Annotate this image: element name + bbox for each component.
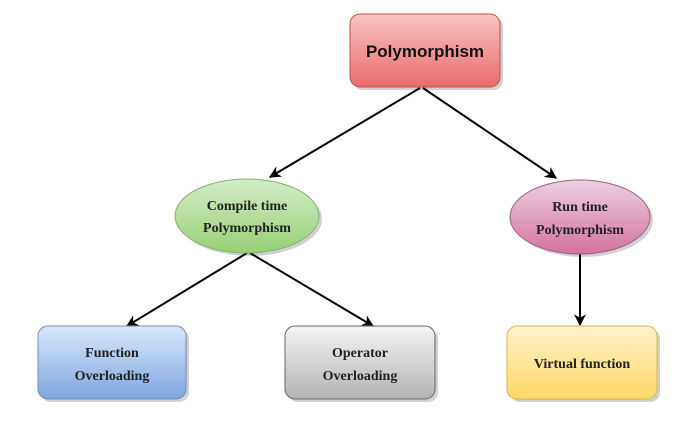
node-compile-label-line1: Compile time <box>207 199 287 214</box>
node-function-overloading[interactable]: Function Overloading <box>37 325 189 402</box>
node-runtime-label-line1: Run time <box>552 200 608 215</box>
node-compile-label-line2: Polymorphism <box>203 221 291 236</box>
edge-compile-to-operator <box>249 252 375 327</box>
node-function-label-line1: Function <box>85 346 139 361</box>
node-polymorphism[interactable]: Polymorphism <box>349 13 503 90</box>
node-function-label-line2: Overloading <box>75 369 150 384</box>
node-run-time-polymorphism[interactable]: Run time Polymorphism <box>509 179 653 257</box>
node-operator-overloading[interactable]: Operator Overloading <box>284 325 438 402</box>
node-virtual-function[interactable]: Virtual function <box>506 325 660 402</box>
node-operator-label-line1: Operator <box>332 346 388 361</box>
node-compile-time-polymorphism[interactable]: Compile time Polymorphism <box>174 178 322 256</box>
node-operator-label-line2: Overloading <box>323 369 398 384</box>
edges <box>125 87 586 327</box>
edge-root-to-runtime <box>422 87 557 179</box>
node-runtime-label-line2: Polymorphism <box>536 223 624 238</box>
edge-root-to-compile <box>268 87 421 178</box>
edge-compile-to-function <box>125 252 248 327</box>
node-polymorphism-label: Polymorphism <box>366 42 484 61</box>
node-virtual-label: Virtual function <box>534 357 631 372</box>
